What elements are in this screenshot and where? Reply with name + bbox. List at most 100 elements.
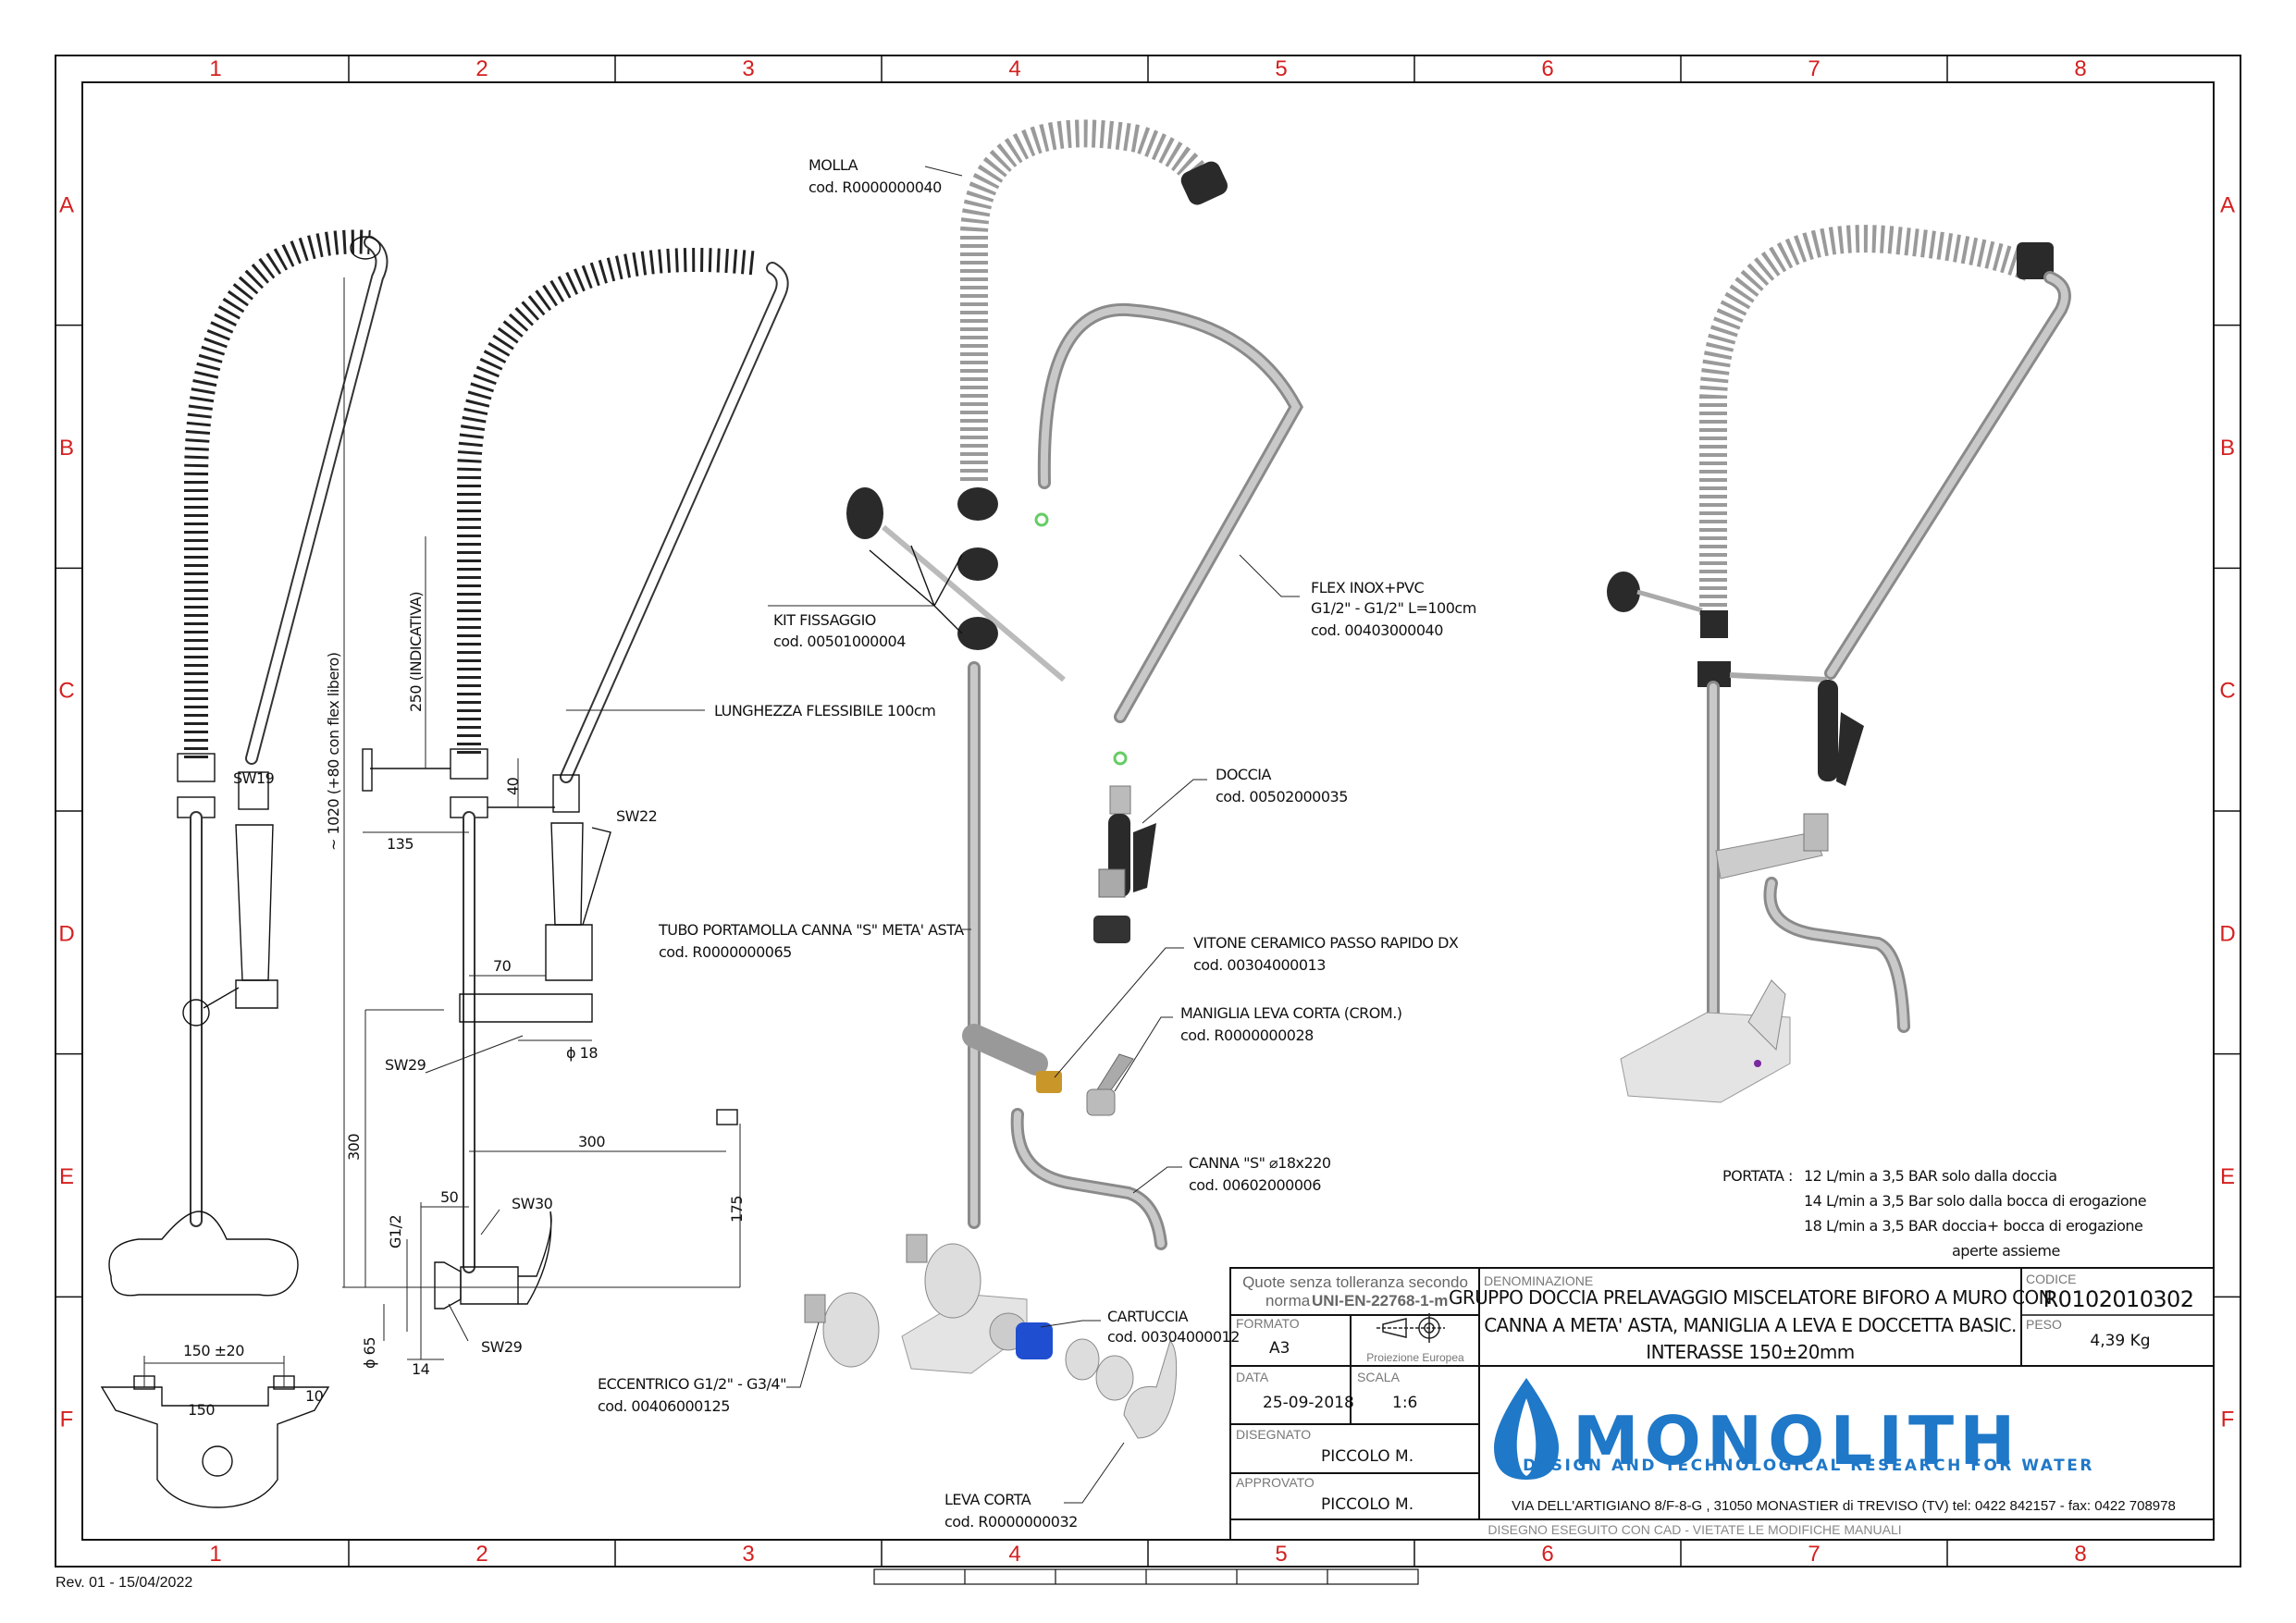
front-view (100, 229, 389, 1508)
grid-row-label: B (59, 436, 74, 461)
assembled-3d-view (1607, 225, 2071, 1103)
disegnato-value: PICCOLO M. (1321, 1447, 1413, 1466)
portata-line: 12 L/min a 3,5 BAR solo dalla doccia (1804, 1167, 2057, 1185)
callout-eccentrico-code: cod. 00406000125 (598, 1397, 730, 1415)
grid-column-label: 6 (1541, 1542, 1553, 1567)
callout-cartuccia: CARTUCCIA (1107, 1308, 1189, 1325)
dim-50: 50 (440, 1188, 459, 1206)
callout-lunghezza-flessibile: LUNGHEZZA FLESSIBILE 100cm (714, 702, 935, 719)
grid-column-label: 4 (1008, 56, 1020, 81)
approvato-label: APPROVATO (1236, 1475, 1315, 1490)
callout-flex-code: cod. 00403000040 (1311, 621, 1443, 639)
data-label: DATA (1236, 1370, 1269, 1384)
callout-molla-code: cod. R0000000040 (809, 178, 942, 196)
grid-column-label: 1 (209, 1542, 221, 1567)
codice-label: CODICE (2026, 1272, 2076, 1286)
portata-label: PORTATA : (1722, 1167, 1793, 1185)
callout-doccia: DOCCIA (1216, 766, 1271, 783)
grid-row-label: E (2220, 1164, 2235, 1189)
dim-40: 40 (504, 777, 522, 795)
callout-canna-s: CANNA "S" ⌀18x220 (1189, 1154, 1331, 1172)
logo-wordmark: MONOLITH (1573, 1402, 2020, 1480)
denominazione-line: GRUPPO DOCCIA PRELAVAGGIO MISCELATORE BI… (1449, 1286, 2052, 1309)
tolerance-note: Quote senza tolleranza secondo (1242, 1273, 1468, 1291)
callout-doccia-code: cod. 00502000035 (1216, 788, 1348, 805)
dim-sw19: SW19 (233, 769, 275, 787)
european-projection-icon (1376, 1313, 1445, 1343)
callout-canna-s-code: cod. 00602000006 (1189, 1176, 1321, 1194)
dim-300-horizontal: 300 (578, 1133, 605, 1150)
formato-value: A3 (1269, 1339, 1290, 1358)
denominazione-line: INTERASSE 150±20mm (1646, 1341, 1854, 1363)
callout-maniglia: MANIGLIA LEVA CORTA (CROM.) (1180, 1004, 1402, 1022)
grid-column-label: 5 (1275, 56, 1287, 81)
callout-flex-spec: G1/2" - G1/2" L=100cm (1311, 599, 1476, 617)
exploded-view (768, 119, 1303, 1504)
portata-line: 18 L/min a 3,5 BAR doccia+ bocca di erog… (1804, 1217, 2142, 1235)
disegnato-label: DISEGNATO (1236, 1427, 1311, 1442)
grid-column-label: 3 (742, 56, 754, 81)
dim-250-indicativa: 250 (INDICATIVA) (407, 592, 425, 712)
title-block (1229, 1267, 2215, 1541)
company-address: VIA DELL'ARTIGIANO 8/F-8-G , 31050 MONAS… (1512, 1498, 2176, 1514)
grid-column-label: 2 (475, 56, 488, 81)
callout-molla: MOLLA (809, 156, 858, 174)
grid-column-label: 8 (2074, 1542, 2086, 1567)
scala-value: 1:6 (1392, 1394, 1417, 1412)
denominazione-line: CANNA A META' ASTA, MANIGLIA A LEVA E DO… (1484, 1314, 2017, 1336)
dim-1020: ~ 1020 (+80 con flex libero) (325, 652, 342, 851)
portata-line: 14 L/min a 3,5 Bar solo dalla bocca di e… (1804, 1192, 2146, 1210)
grid-row-label: C (2219, 679, 2235, 704)
grid-row-label: D (2219, 921, 2235, 946)
grid-row-label: A (2220, 192, 2235, 217)
peso-value: 4,39 Kg (2090, 1332, 2150, 1350)
approvato-value: PICCOLO M. (1321, 1495, 1413, 1514)
formato-label: FORMATO (1236, 1316, 1300, 1331)
grid-row-label: F (2221, 1408, 2235, 1432)
projection-label: Proiezione Europea (1366, 1351, 1464, 1364)
cad-footer-note: DISEGNO ESEGUITO CON CAD - VIETATE LE MO… (1487, 1522, 1901, 1537)
dim-sw30: SW30 (512, 1195, 553, 1212)
tolerance-norm: UNI-EN-22768-1-m (1312, 1292, 1448, 1309)
revision-table (873, 1568, 1419, 1585)
grid-column-label: 3 (742, 1542, 754, 1567)
dim-175: 175 (728, 1196, 746, 1223)
logo-tagline: DESIGN AND TECHNOLOGICAL RESEARCH FOR WA… (1523, 1457, 2094, 1475)
callout-flex: FLEX INOX+PVC (1311, 579, 1424, 596)
grid-column-label: 4 (1008, 1542, 1020, 1567)
dim-sw22: SW22 (616, 807, 657, 825)
water-drop-icon (1494, 1378, 1559, 1480)
grid-column-label: 5 (1275, 1542, 1287, 1567)
dim-14: 14 (412, 1360, 430, 1378)
grid-column-label: 7 (1808, 56, 1820, 81)
callout-cartuccia-code: cod. 00304000012 (1107, 1328, 1240, 1346)
grid-row-label: E (59, 1164, 74, 1189)
callout-kit-fissaggio-code: cod. 00501000004 (773, 633, 906, 650)
dim-phi65: ϕ 65 (361, 1337, 378, 1369)
grid-column-label: 7 (1808, 1542, 1820, 1567)
grid-column-label: 8 (2074, 56, 2086, 81)
dim-sw29-upper: SW29 (385, 1056, 426, 1074)
monolith-logo: MONOLITH (1494, 1378, 2020, 1480)
side-view (342, 248, 789, 1360)
dim-sw29-lower: SW29 (481, 1338, 523, 1356)
grid-row-label: F (60, 1408, 74, 1432)
grid-row-label: B (2220, 436, 2235, 461)
grid-row-label: D (58, 921, 74, 946)
dim-10: 10 (305, 1387, 324, 1405)
grid-row-label: C (58, 679, 74, 704)
dim-135: 135 (387, 835, 414, 853)
tolerance-norma-label: norma (1265, 1292, 1311, 1309)
dim-g12: G1/2 (387, 1215, 404, 1248)
dim-300-vertical: 300 (345, 1134, 363, 1161)
dim-150: 150 (188, 1401, 215, 1419)
callout-vitone-code: cod. 00304000013 (1193, 956, 1326, 974)
dim-phi18: ϕ 18 (566, 1044, 598, 1062)
peso-label: PESO (2026, 1317, 2062, 1332)
callout-eccentrico: ECCENTRICO G1/2" - G3/4" (598, 1375, 786, 1393)
callout-tubo-portamolla-code: cod. R0000000065 (659, 943, 792, 961)
portata-line: aperte assieme (1952, 1242, 2060, 1260)
grid-column-label: 1 (209, 56, 221, 81)
